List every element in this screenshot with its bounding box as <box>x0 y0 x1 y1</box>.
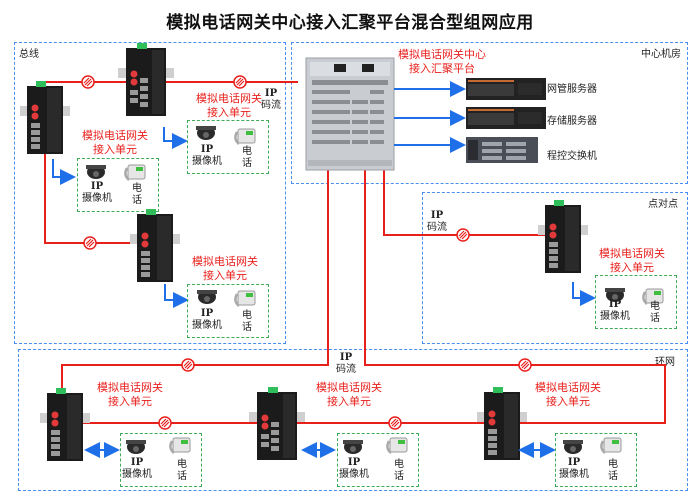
terminal-group <box>555 433 637 487</box>
zone-center-label: 中心机房 <box>641 49 681 60</box>
zone-bus-label: 总线 <box>19 49 39 60</box>
link-icon <box>158 416 172 430</box>
unit-label: 模拟电话网关接入单元 <box>316 381 382 408</box>
link-icon <box>233 75 247 89</box>
terminal-group <box>187 284 269 338</box>
zone-ring-label: 环网 <box>655 357 675 368</box>
industrial-gateway-icon <box>249 387 305 460</box>
phone-label: 电话 <box>394 459 404 482</box>
industrial-gateway-icon <box>40 388 90 461</box>
unit-label: 模拟电话网关接入单元 <box>82 129 148 156</box>
terminal-group <box>595 275 677 329</box>
unit-label: 模拟电话网关接入单元 <box>192 255 258 282</box>
server-label-storage: 存储服务器 <box>547 116 597 127</box>
zone-p2p-label: 点对点 <box>648 199 678 210</box>
industrial-gateway-icon <box>130 209 180 282</box>
link-icon <box>181 358 195 372</box>
terminal-group <box>120 433 202 487</box>
zone-p2p <box>422 192 688 344</box>
pbx-switch-icon <box>466 137 538 163</box>
aggregation-chassis-icon <box>305 57 395 171</box>
terminal-group <box>337 433 419 487</box>
unit-label: 模拟电话网关接入单元 <box>97 381 163 408</box>
rack-server-icon <box>466 78 546 100</box>
industrial-gateway-icon <box>118 43 174 116</box>
industrial-gateway-icon <box>20 81 70 154</box>
link-icon <box>518 358 532 372</box>
server-label-pbx: 程控交换机 <box>547 151 597 162</box>
diagram-title: 模拟电话网关中心接入汇聚平台混合型组网应用 <box>166 13 534 33</box>
platform-label: 模拟电话网关中心接入汇聚平台 <box>398 48 486 75</box>
phone-label: 电话 <box>242 146 252 169</box>
rack-server-icon <box>466 107 546 129</box>
link-icon <box>388 416 402 430</box>
link-icon <box>81 75 95 89</box>
zone-center <box>291 42 688 184</box>
unit-label: 模拟电话网关接入单元 <box>535 381 601 408</box>
unit-label: 模拟电话网关接入单元 <box>599 247 665 274</box>
zone-bus <box>14 42 286 344</box>
terminal-group <box>187 120 269 174</box>
phone-label: 电话 <box>242 310 252 333</box>
phone-label: 电话 <box>177 459 187 482</box>
industrial-gateway-icon <box>538 200 588 273</box>
phone-label: 电话 <box>608 459 618 482</box>
industrial-gateway-icon <box>477 387 527 460</box>
terminal-group <box>77 158 159 212</box>
phone-label: 电话 <box>132 183 142 206</box>
phone-label: 电话 <box>650 301 660 324</box>
zone-ring <box>18 349 688 491</box>
unit-label: 模拟电话网关接入单元 <box>196 92 262 119</box>
server-label-nms: 网管服务器 <box>547 84 597 95</box>
link-icon <box>83 236 97 250</box>
link-icon <box>456 228 470 242</box>
